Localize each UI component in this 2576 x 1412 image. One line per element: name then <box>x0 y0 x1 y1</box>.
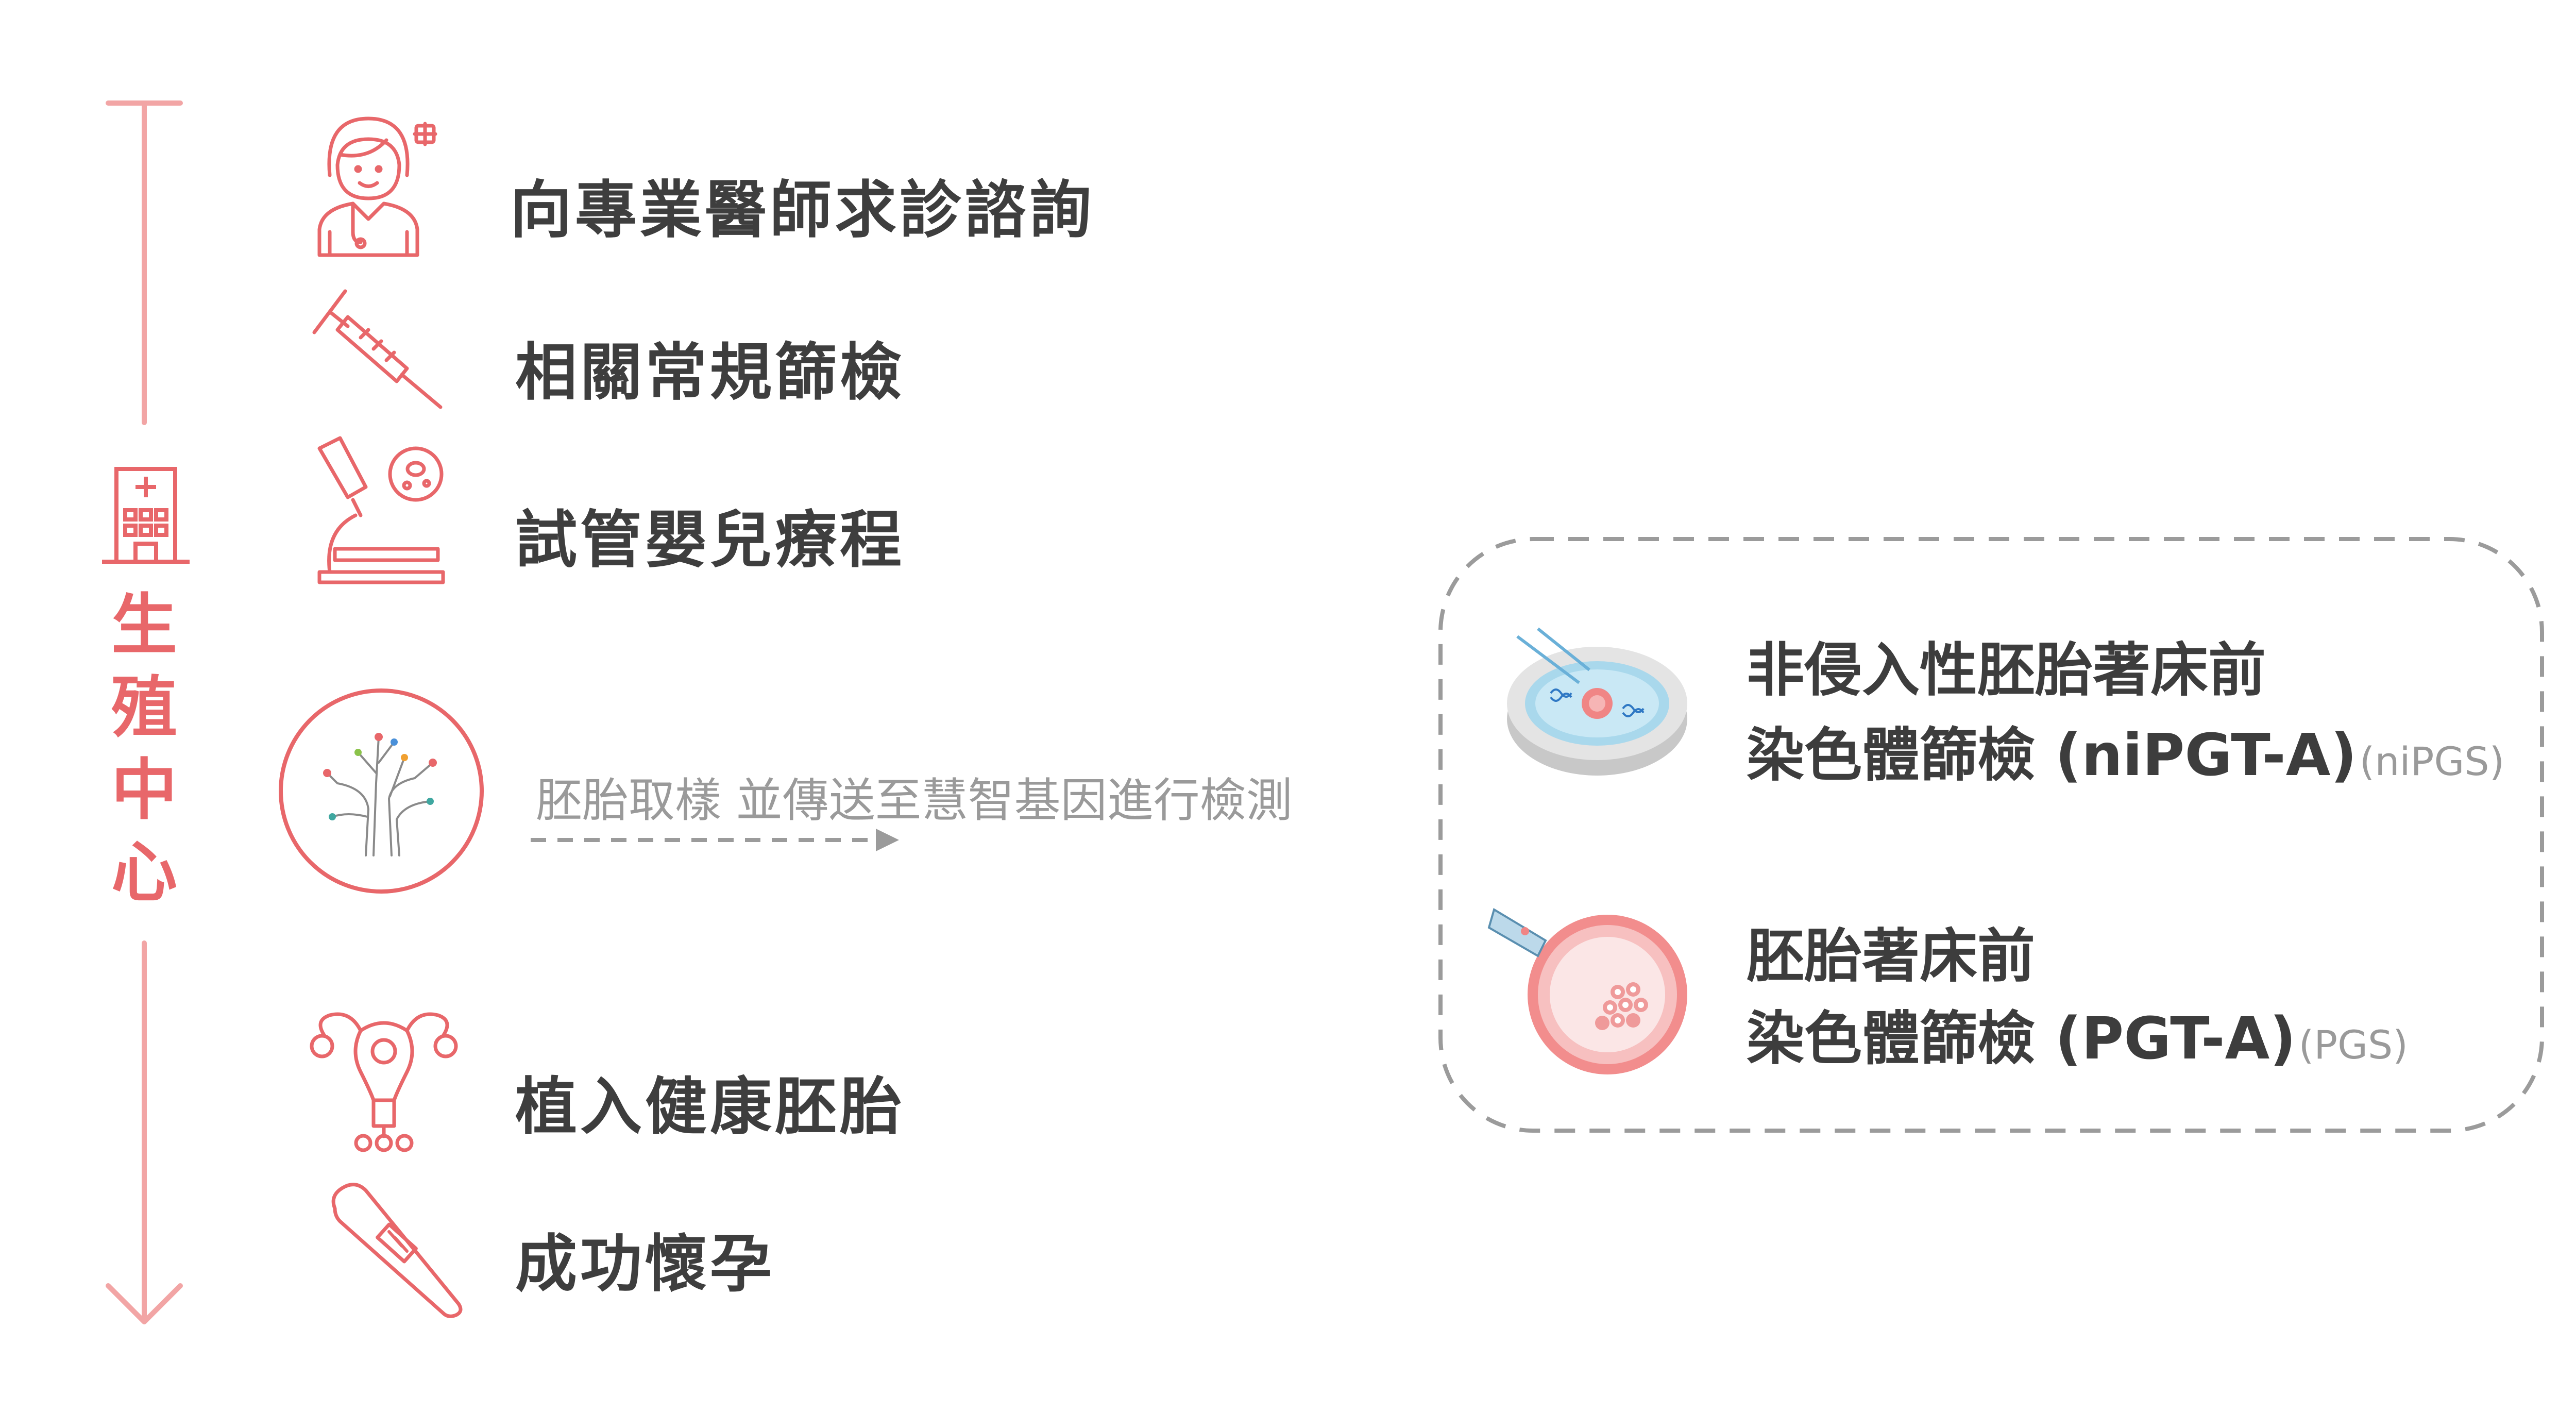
test-options-box <box>1438 537 2544 1133</box>
test-1-line1: 非侵入性胚胎著床前 <box>1747 637 2266 704</box>
gene-tree-icon <box>279 688 484 894</box>
test-2-line2-row: 染色體篩檢 (PGT-A) (PGS) <box>1747 992 2408 1075</box>
syringe-icon <box>312 289 443 409</box>
doctor-icon <box>317 116 437 257</box>
center-label-char: 心 <box>111 834 177 911</box>
thermometer-icon <box>331 1183 463 1318</box>
flow-label: 胚胎取樣 並傳送至慧智基因進行檢測 <box>536 774 1293 828</box>
center-label-char: 生 <box>111 587 177 664</box>
test-2-line1: 胚胎著床前 <box>1747 923 2035 990</box>
center-label-char: 中 <box>111 752 177 829</box>
microscope-icon <box>317 436 445 584</box>
test-1-line2-row: 染色體篩檢 (niPGT-A) (niPGS) <box>1747 709 2504 792</box>
step-label-transfer: 植入健康胚胎 <box>515 1071 905 1143</box>
hospital-icon <box>102 467 190 564</box>
step-label-consult: 向專業醫師求診諮詢 <box>510 175 1094 246</box>
step-label-pregnancy: 成功懷孕 <box>515 1229 775 1300</box>
dashed-arrow <box>531 829 899 851</box>
uterus-icon <box>310 1012 458 1152</box>
step-label-screening: 相關常規篩檢 <box>515 337 905 409</box>
test-1-line2: 染色體篩檢 (niPGT-A) <box>1747 722 2357 789</box>
center-label-char: 殖 <box>111 669 177 746</box>
test-1-abbr: (niPGS) <box>2359 738 2505 784</box>
test-2-line2: 染色體篩檢 (PGT-A) <box>1747 1005 2296 1072</box>
step-label-ivf: 試管嬰兒療程 <box>515 505 905 576</box>
test-2-abbr: (PGS) <box>2298 1022 2408 1068</box>
embryo-biopsy-icon <box>1487 907 1687 1074</box>
petri-dish-icon <box>1507 627 1687 776</box>
